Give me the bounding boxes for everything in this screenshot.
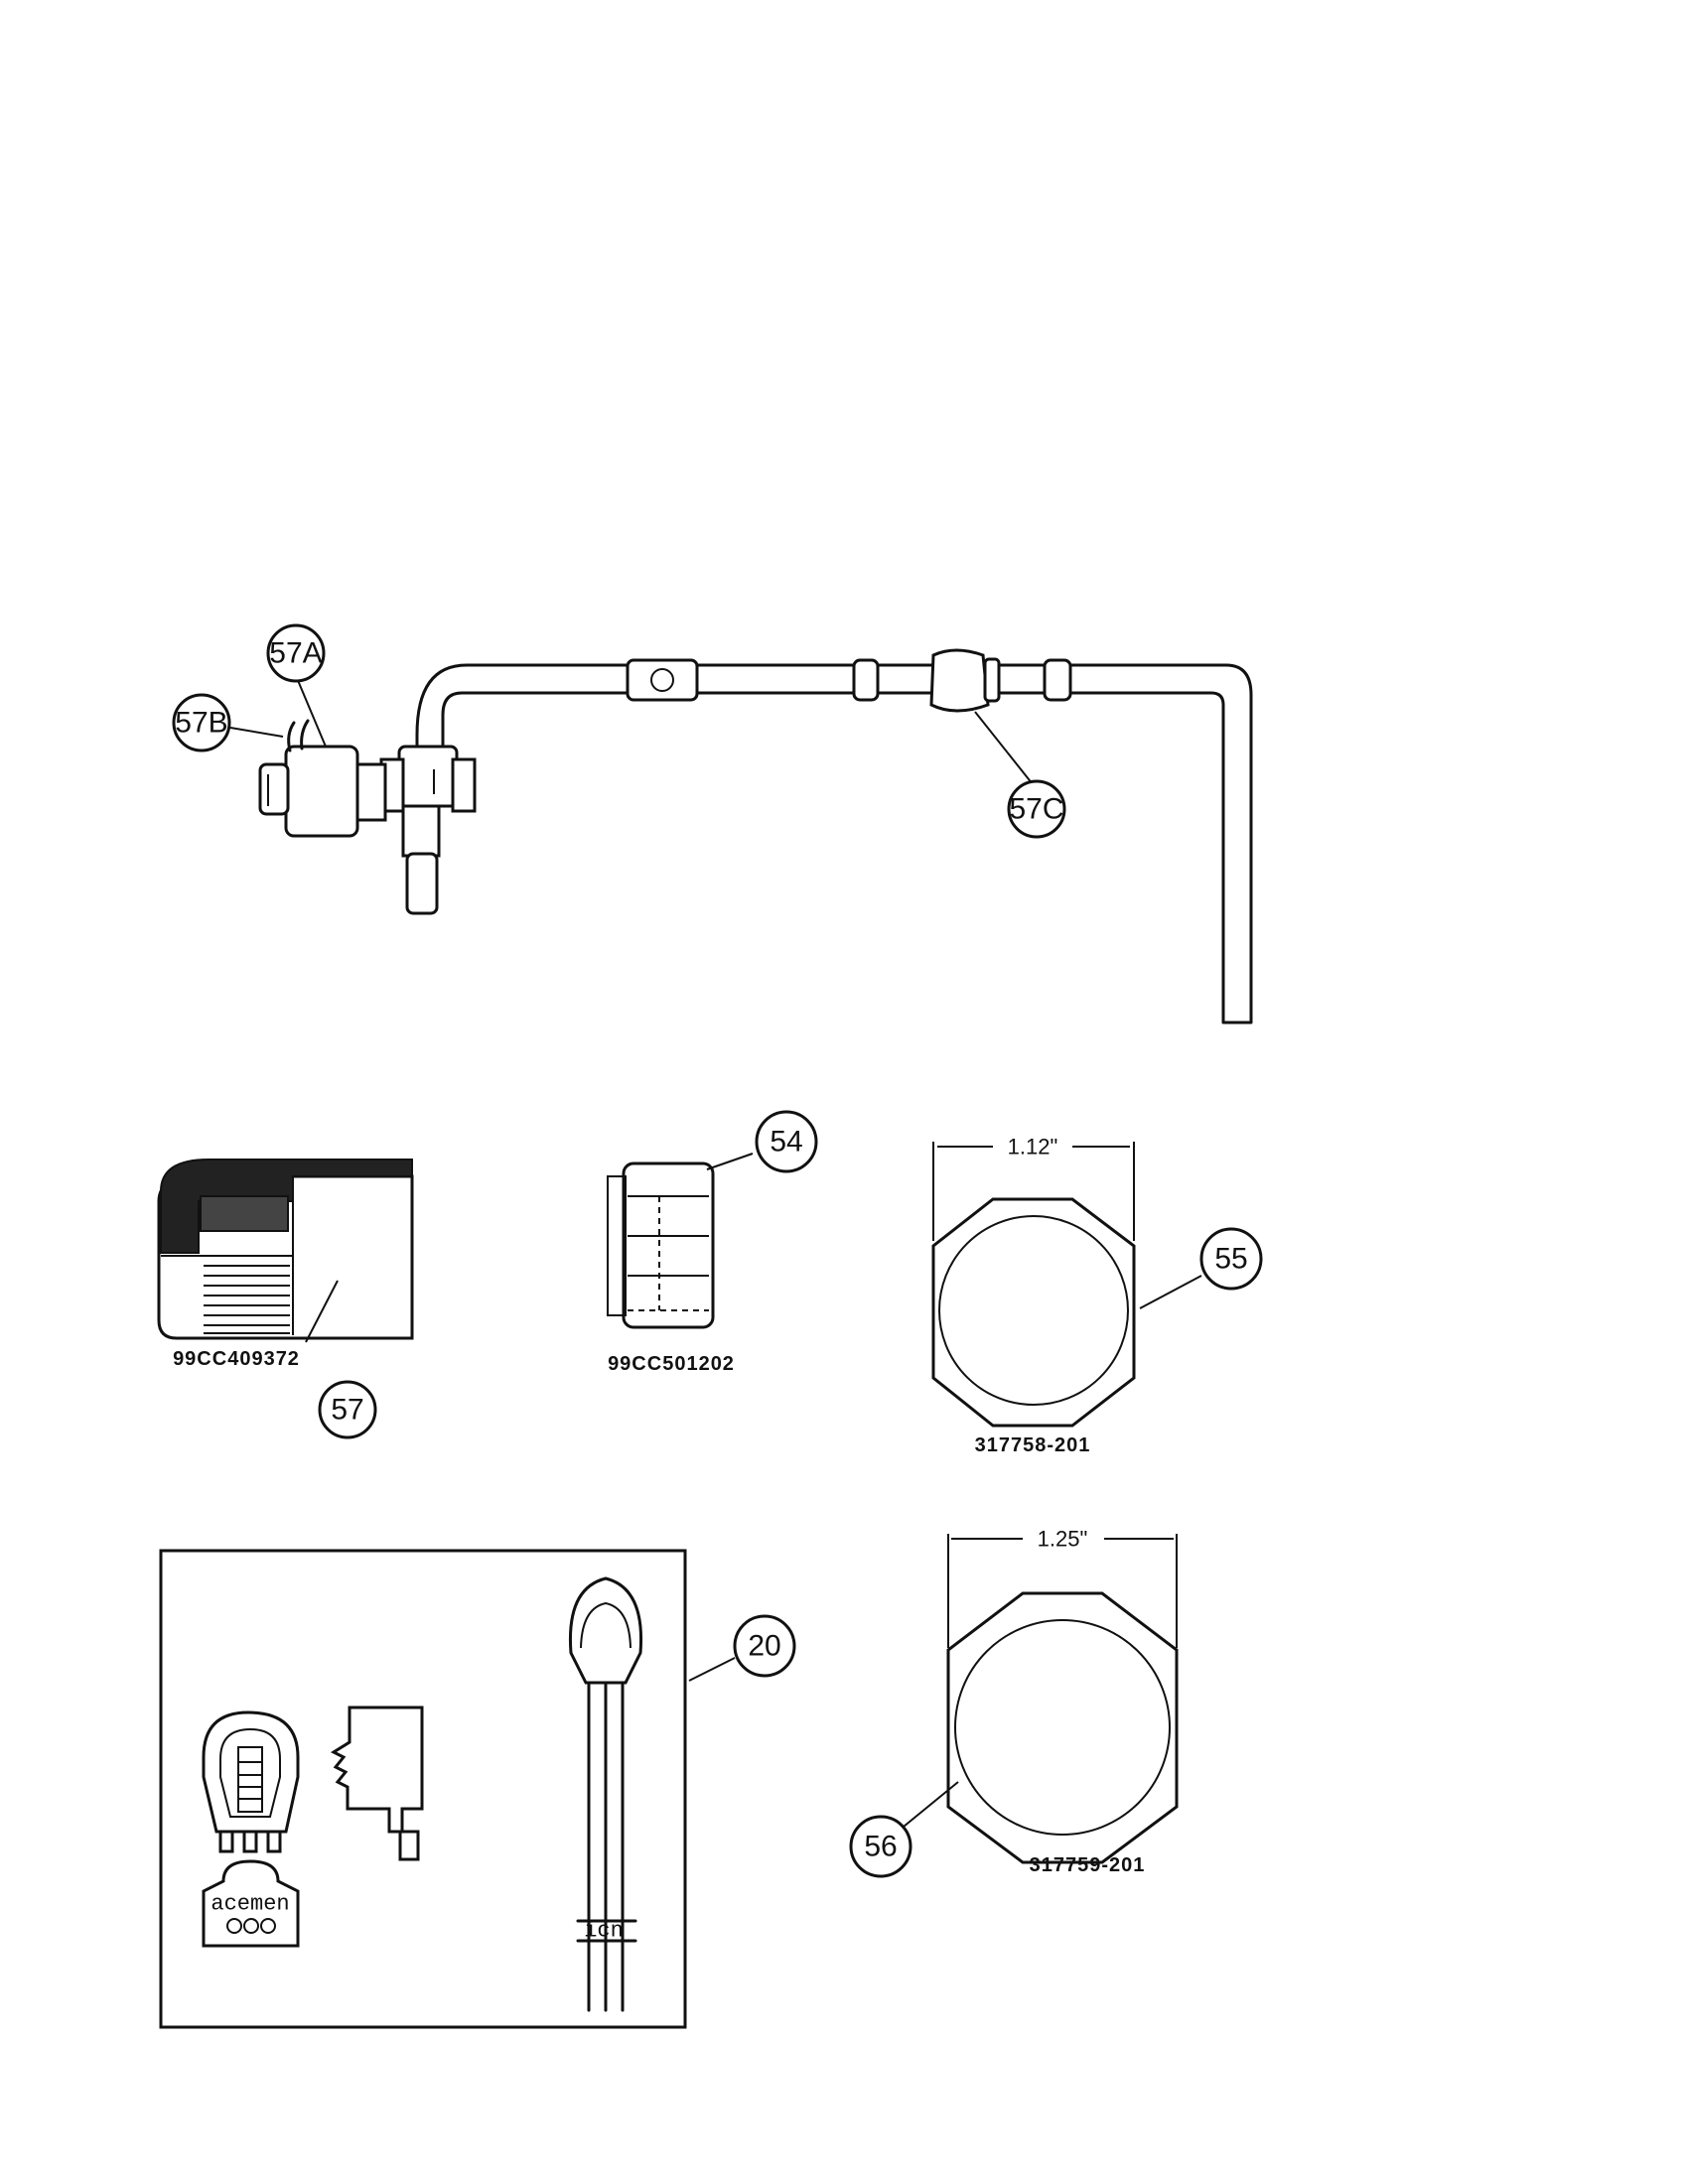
- solenoid-coil: [284, 745, 359, 838]
- hex-nut-56-drawing: [903, 1534, 1179, 1864]
- callout-56-text: 56: [864, 1831, 897, 1863]
- hex-nut-55-drawing: [931, 1142, 1202, 1428]
- coil-wire: [287, 721, 296, 752]
- tube-coupling: [626, 658, 699, 702]
- callout-57a: 57A: [266, 623, 326, 683]
- callout-55: 55: [1199, 1227, 1263, 1291]
- callout-55-text: 55: [1214, 1243, 1247, 1276]
- tube-joint-right: [1043, 658, 1072, 702]
- callout-20: 20: [733, 1614, 796, 1678]
- callout-57-text: 57: [331, 1394, 363, 1427]
- callout-57: 57: [318, 1380, 377, 1439]
- callout-56: 56: [849, 1815, 912, 1878]
- valve-body: [397, 745, 459, 808]
- flare-nut-57c: [929, 648, 990, 713]
- callout-57c: 57C: [1007, 779, 1066, 839]
- fitting-57-drawing: [157, 1159, 414, 1343]
- callout-54: 54: [755, 1110, 818, 1173]
- union-54-drawing: [607, 1153, 754, 1329]
- callout-57b: 57B: [172, 693, 231, 752]
- part-number-54: 99CC501202: [608, 1353, 735, 1375]
- callout-57c-text: 57C: [1009, 793, 1063, 826]
- connector-end-view: [202, 1859, 300, 1948]
- callout-54-text: 54: [770, 1126, 802, 1159]
- thermistor-kit-20-box: acemen icn: [159, 1549, 736, 2029]
- part-number-56: 317759-201: [1030, 1854, 1146, 1876]
- thermistor-probe: [568, 1576, 643, 2012]
- connector-front-view: [202, 1710, 300, 1853]
- valve-tubing-assembly: [229, 648, 1253, 1024]
- dimension-55: 1.12": [1008, 1135, 1058, 1160]
- connector-side-view: [330, 1706, 424, 1861]
- text-fragment-left: acemen: [210, 1892, 289, 1917]
- text-fragment-right: icn: [584, 1919, 624, 1944]
- part-number-55: 317758-201: [975, 1434, 1091, 1456]
- callout-20-text: 20: [748, 1630, 780, 1663]
- callout-57a-text: 57A: [269, 637, 322, 670]
- part-number-57: 99CC409372: [173, 1348, 300, 1370]
- callout-57b-text: 57B: [175, 707, 227, 740]
- dimension-56: 1.25": [1038, 1527, 1088, 1552]
- tube-joint-left: [852, 658, 880, 702]
